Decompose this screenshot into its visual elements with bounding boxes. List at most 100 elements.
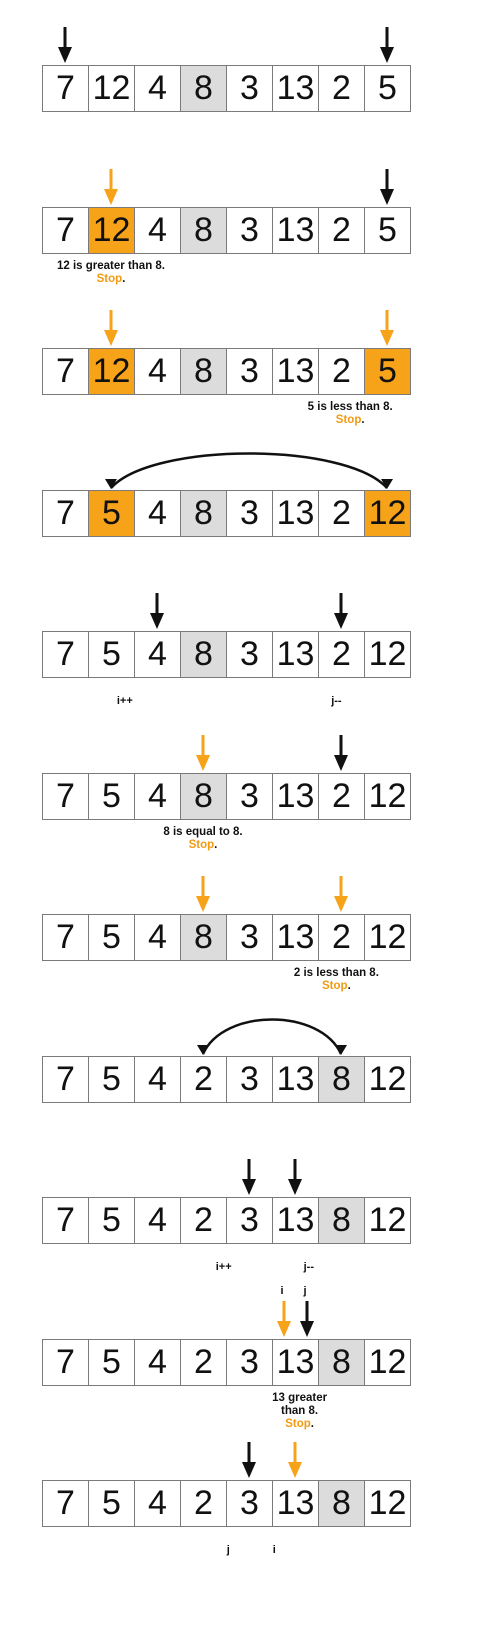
stop-label: Stop: [285, 1417, 311, 1430]
index-label: i: [280, 1284, 284, 1297]
black-pointer-arrow-icon: [150, 593, 164, 629]
index-label: j: [303, 1284, 307, 1297]
pivot-cell: 8: [318, 1338, 365, 1386]
array-cell: 12: [364, 1197, 411, 1244]
array-cell: 4: [134, 206, 181, 254]
index-label: i++: [116, 695, 133, 707]
array-cell: 5: [88, 489, 135, 537]
array-cell: 4: [134, 772, 181, 820]
pivot-cell: 8: [180, 489, 227, 537]
array-cell: 3: [226, 65, 273, 112]
index-label: j--: [331, 695, 342, 707]
array-cell: 7: [42, 914, 89, 961]
array-cell: 5: [88, 1197, 135, 1244]
array-cell: 13: [272, 631, 319, 678]
note-text: 2 is less than 8.: [293, 967, 379, 979]
array-cell: 4: [134, 914, 181, 961]
array-cell: 4: [134, 1480, 181, 1527]
orange-pointer-arrow-icon: [334, 876, 348, 912]
array-cell: 12: [364, 631, 411, 678]
index-label: j--: [303, 1261, 314, 1273]
array-cell: 12: [88, 206, 135, 254]
stop-label: Stop: [322, 980, 348, 992]
array-cell: 13: [272, 489, 319, 537]
array-cell: 5: [364, 348, 411, 395]
array-cell: 7: [42, 1197, 89, 1244]
note-text: than 8.: [281, 1404, 319, 1417]
array-cell: 5: [88, 631, 135, 678]
comparison-note: 12 is greater than 8.Stop.: [56, 259, 166, 285]
black-pointer-arrow-icon: [242, 1442, 256, 1478]
swap-arc-icon: [105, 451, 393, 489]
pivot-cell: 8: [180, 631, 227, 678]
note-text: 5 is less than 8.: [307, 401, 393, 413]
array-cell: 12: [364, 914, 411, 961]
pivot-cell: 8: [180, 65, 227, 112]
array-cell: 5: [88, 1480, 135, 1527]
array-cell: 4: [134, 631, 181, 678]
array-cell: 7: [42, 631, 89, 678]
array-cell: 4: [134, 1338, 181, 1386]
black-pointer-arrow-icon: [334, 734, 348, 771]
orange-pointer-arrow-icon: [196, 734, 210, 771]
black-pointer-arrow-icon: [288, 1159, 302, 1195]
array-cell: 12: [88, 65, 135, 112]
pivot-cell: 8: [318, 1480, 365, 1527]
array-cell: 4: [134, 1055, 181, 1103]
array-cell: 13: [272, 1055, 319, 1103]
orange-pointer-arrow-icon: [196, 876, 210, 912]
array-cell: 12: [364, 489, 411, 537]
array-cell: 13: [272, 1480, 319, 1527]
array-cell: 2: [318, 348, 365, 395]
array-cell: 13: [272, 914, 319, 961]
index-label: i: [272, 1544, 276, 1556]
array-cell: 7: [42, 1055, 89, 1103]
orange-pointer-arrow-icon: [104, 310, 118, 346]
array-cell: 13: [272, 65, 319, 112]
array-cell: 3: [226, 772, 273, 820]
array-cell: 2: [180, 1055, 227, 1103]
array-cell: 5: [364, 206, 411, 254]
array-cell: 7: [42, 348, 89, 395]
orange-pointer-arrow-icon: [104, 168, 118, 205]
array-cell: 13: [272, 1338, 319, 1386]
array-cell: 5: [88, 914, 135, 961]
pivot-cell: 8: [180, 914, 227, 961]
comparison-note: 8 is equal to 8.Stop.: [163, 825, 243, 851]
array-cell: 2: [318, 772, 365, 820]
array-cell: 13: [272, 348, 319, 395]
array-cell: 7: [42, 206, 89, 254]
array-cell: 5: [88, 772, 135, 820]
black-pointer-arrow-icon: [299, 1300, 314, 1337]
array-cell: 3: [226, 1197, 273, 1244]
array-cell: 2: [318, 65, 365, 112]
array-cell: 12: [88, 348, 135, 395]
array-cell: 3: [226, 1055, 273, 1103]
orange-pointer-arrow-icon: [276, 1300, 291, 1337]
array-cell: 2: [318, 206, 365, 254]
pivot-cell: 8: [180, 772, 227, 820]
array-cell: 4: [134, 489, 181, 537]
array-cell: 2: [318, 631, 365, 678]
orange-pointer-arrow-icon: [288, 1442, 302, 1478]
black-pointer-arrow-icon: [380, 168, 394, 205]
array-cell: 7: [42, 65, 89, 112]
swap-arc-icon: [197, 1017, 347, 1055]
array-cell: 4: [134, 1197, 181, 1244]
array-cell: 2: [318, 489, 365, 537]
pivot-cell: 8: [318, 1197, 365, 1244]
array-cell: 3: [226, 631, 273, 678]
orange-pointer-arrow-icon: [380, 310, 394, 346]
stop-label: Stop: [335, 414, 362, 426]
array-cell: 4: [134, 65, 181, 112]
array-cell: 2: [180, 1480, 227, 1527]
